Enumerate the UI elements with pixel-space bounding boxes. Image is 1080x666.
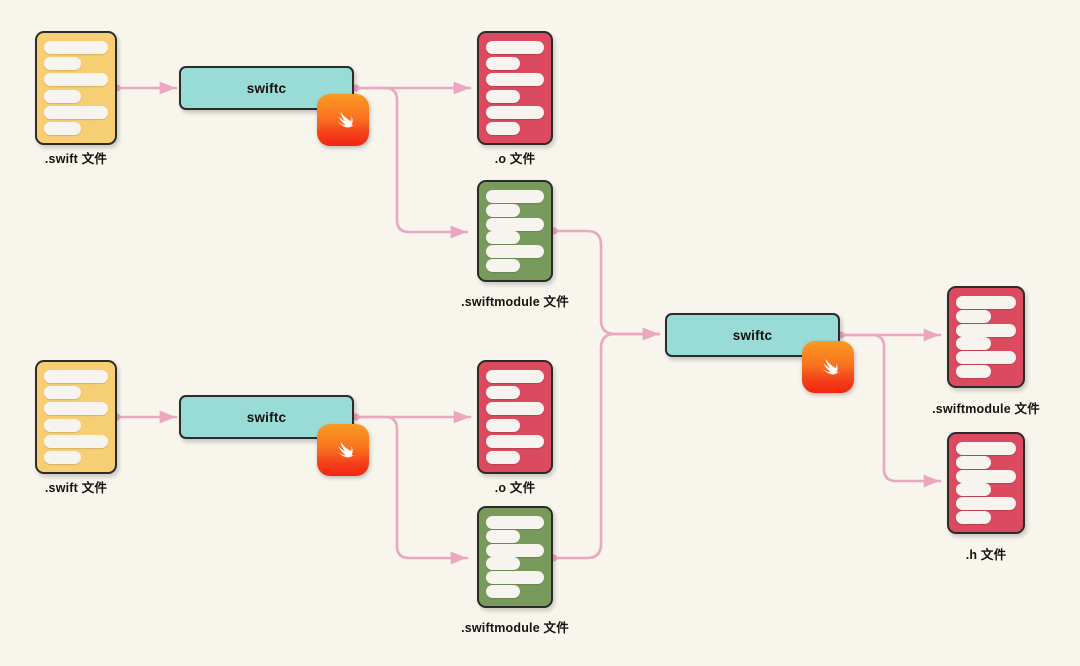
card-bar [956, 510, 991, 524]
card-bar [486, 258, 520, 272]
label-module-out: .swiftmodule 文件 [932, 402, 1040, 416]
edge-compiler-bottom-to-module-bottom [354, 415, 469, 565]
swift-logo-icon [802, 341, 854, 393]
card-bar [956, 469, 1016, 483]
card-bar [44, 370, 108, 383]
node-module-top[interactable] [477, 180, 553, 282]
node-header-out[interactable] [947, 432, 1025, 534]
card-bar [956, 442, 1016, 455]
card-bar [486, 41, 544, 54]
node-module-bottom[interactable] [477, 506, 553, 608]
card-bar [44, 121, 82, 135]
swift-logo-icon [317, 424, 369, 476]
card-bar [486, 402, 544, 416]
card-bar [44, 434, 108, 448]
card-bar [956, 309, 991, 323]
node-object-bottom[interactable] [477, 360, 553, 474]
card-bar [44, 418, 82, 432]
card-bar [956, 351, 1016, 365]
card-bar [956, 323, 1016, 337]
card-bar [44, 105, 108, 119]
card-bar [486, 386, 520, 400]
card-bar [486, 370, 544, 383]
card-bar [44, 402, 108, 416]
card-bar [956, 364, 991, 378]
node-source-bottom[interactable] [35, 360, 117, 474]
card-bar [956, 497, 1016, 511]
label-source-top: .swift 文件 [44, 152, 108, 166]
card-bar [486, 190, 544, 203]
card-bar [44, 41, 108, 54]
card-bar [956, 483, 991, 497]
label-header-out: .h 文件 [965, 548, 1007, 562]
node-module-out[interactable] [947, 286, 1025, 388]
card-bar [44, 89, 82, 103]
swift-logo-icon [317, 94, 369, 146]
edge-compiler-top-to-module-top [354, 86, 469, 239]
card-bar [486, 245, 544, 259]
label-module-top: .swiftmodule 文件 [461, 295, 569, 309]
card-bar [486, 434, 544, 448]
card-bar [486, 73, 544, 87]
card-bar [956, 337, 991, 351]
card-bar [956, 455, 991, 469]
card-bar [486, 231, 520, 245]
card-bar [956, 296, 1016, 309]
card-bar [486, 203, 520, 217]
card-bar [486, 529, 520, 543]
card-bar [486, 584, 520, 598]
card-bar [486, 105, 544, 119]
node-object-top[interactable] [477, 31, 553, 145]
card-bar [486, 57, 520, 71]
label-source-bottom: .swift 文件 [44, 481, 108, 495]
card-bar [486, 557, 520, 571]
card-bar [44, 450, 82, 464]
node-source-top[interactable] [35, 31, 117, 145]
card-bar [486, 571, 544, 585]
card-bar [486, 450, 520, 464]
card-bar [44, 73, 108, 87]
card-bar [486, 516, 544, 529]
label-object-bottom: .o 文件 [494, 481, 536, 495]
edge-module-bottom-to-merge [552, 327, 661, 560]
label-module-bottom: .swiftmodule 文件 [461, 621, 569, 635]
card-bar [486, 121, 520, 135]
edge-module-top-to-merge [552, 229, 661, 341]
card-bar [44, 57, 82, 71]
card-bar [486, 217, 544, 231]
card-bar [486, 418, 520, 432]
card-bar [486, 89, 520, 103]
card-bar [44, 386, 82, 400]
card-bar [486, 543, 544, 557]
label-object-top: .o 文件 [494, 152, 536, 166]
